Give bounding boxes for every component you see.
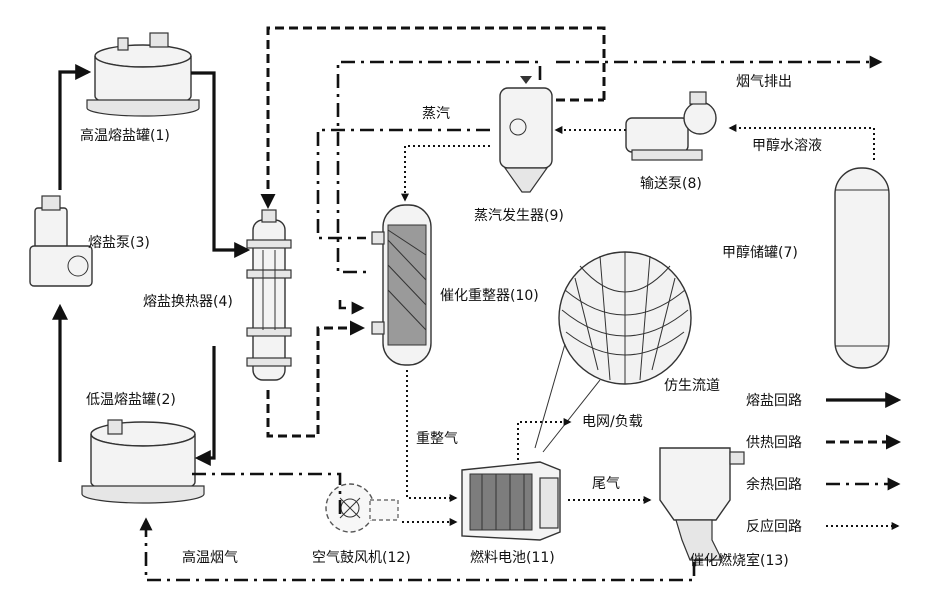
salt-heat-exchanger bbox=[247, 210, 291, 380]
salt-pump bbox=[30, 196, 92, 286]
label-air-blower: 空气鼓风机(12) bbox=[312, 550, 411, 566]
legend-label-heat: 供热回路 bbox=[746, 435, 802, 451]
label-steam-generator: 蒸汽发生器(9) bbox=[474, 208, 564, 224]
label-salt-heat-exchanger: 熔盐换热器(4) bbox=[143, 293, 233, 310]
label-reformed-gas: 重整气 bbox=[416, 431, 458, 447]
label-hot-flue-gas: 高温烟气 bbox=[182, 549, 238, 566]
label-tail-gas: 尾气 bbox=[592, 476, 620, 492]
label-catalytic-combustor: 催化燃烧室(13) bbox=[690, 552, 789, 569]
fuel-cell bbox=[462, 462, 560, 540]
label-fuel-cell: 燃料电池(11) bbox=[470, 549, 555, 566]
legend-label-salt: 熔盐回路 bbox=[746, 393, 802, 409]
label-methanol-solution: 甲醇水溶液 bbox=[752, 137, 822, 154]
label-flue-gas-exhaust: 烟气排出 bbox=[736, 74, 792, 90]
legend-label-waste: 余热回路 bbox=[746, 476, 802, 493]
steam-generator bbox=[500, 76, 552, 192]
label-catalytic-reformer: 催化重整器(10) bbox=[440, 288, 539, 304]
catalytic-reformer bbox=[372, 205, 431, 365]
label-low-temp-tank: 低温熔盐罐(2) bbox=[86, 392, 176, 408]
air-blower bbox=[326, 484, 398, 532]
legend-label-react: 反应回路 bbox=[746, 518, 802, 535]
legend: 熔盐回路 供热回路 余热回路 反应回路 bbox=[746, 393, 898, 535]
methanol-storage-tank bbox=[835, 168, 889, 368]
low-temp-salt-tank bbox=[82, 420, 204, 503]
high-temp-salt-tank bbox=[87, 33, 199, 116]
transfer-pump bbox=[626, 92, 716, 160]
label-high-temp-tank: 高温熔盐罐(1) bbox=[80, 127, 170, 144]
catalytic-combustor bbox=[660, 448, 744, 560]
label-bionic-channel: 仿生流道 bbox=[664, 378, 720, 394]
label-steam: 蒸汽 bbox=[422, 106, 450, 122]
label-salt-pump: 熔盐泵(3) bbox=[88, 235, 150, 251]
label-transfer-pump: 输送泵(8) bbox=[640, 176, 702, 192]
label-grid-load: 电网/负载 bbox=[582, 414, 643, 430]
label-methanol-tank: 甲醇储罐(7) bbox=[722, 244, 798, 261]
